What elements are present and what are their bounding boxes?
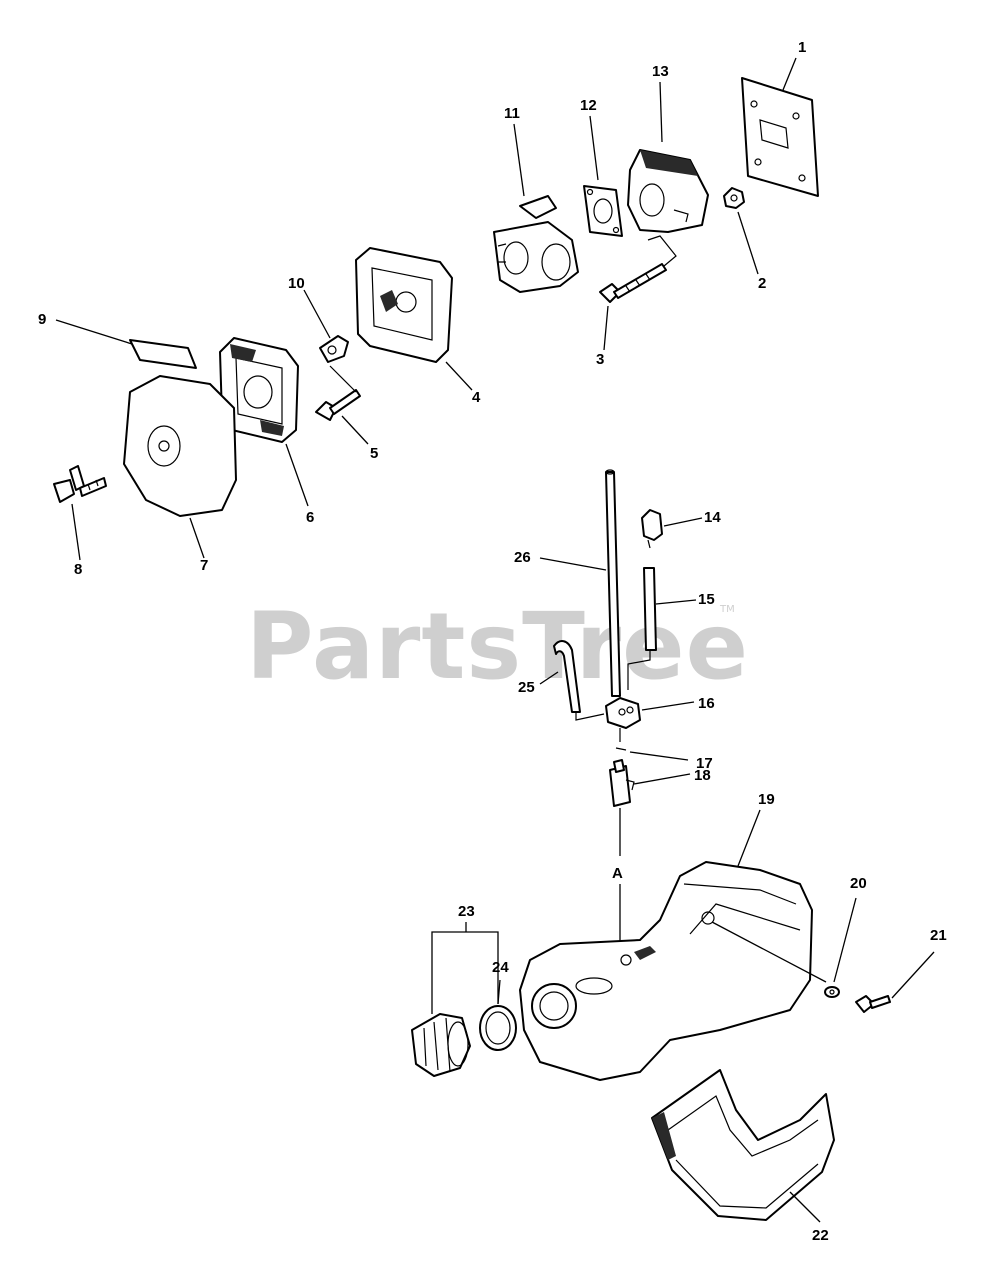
part-cover-7[interactable] [123, 375, 237, 517]
watermark-text: PartsTree [246, 593, 749, 700]
part-fuelline-15[interactable] [627, 567, 657, 690]
callout-4[interactable]: 4 [472, 389, 481, 406]
callout-22[interactable]: 22 [812, 1227, 829, 1244]
leader-24-tail [497, 979, 501, 1005]
leader-21 [891, 951, 935, 999]
part-screw-3[interactable] [599, 235, 677, 303]
callout-7[interactable]: 7 [200, 557, 208, 574]
leader-20 [833, 897, 857, 983]
leader-16 [641, 701, 695, 711]
callout-9[interactable]: 9 [38, 311, 46, 328]
callout-19[interactable]: 19 [758, 791, 775, 808]
leader-2 [737, 211, 759, 275]
callout-24[interactable]: 24 [492, 959, 509, 976]
callout-14[interactable]: 14 [704, 509, 721, 526]
part-frame-22[interactable] [651, 1069, 835, 1221]
part-fuelfilter-18[interactable] [609, 759, 635, 807]
callout-26[interactable]: 26 [514, 549, 531, 566]
part-fuelline-25[interactable] [553, 640, 605, 721]
part-filter-6[interactable] [219, 337, 299, 443]
callout-8[interactable]: 8 [74, 561, 82, 578]
bracket-23 [431, 931, 499, 946]
part-bolt-5[interactable] [315, 365, 361, 421]
part-washer-20[interactable] [824, 986, 840, 998]
part-cap-14[interactable] [641, 509, 663, 549]
flow-marker-a: A [612, 865, 623, 882]
callout-21[interactable]: 21 [930, 927, 947, 944]
part-label-9[interactable] [129, 339, 197, 369]
leader-4 [445, 361, 473, 391]
leader-11 [513, 123, 525, 197]
leader-1 [782, 57, 797, 91]
leader-26 [539, 557, 607, 571]
part-fuelcap-23[interactable] [411, 1013, 471, 1077]
part-grommet-16[interactable] [605, 697, 641, 729]
callout-16[interactable]: 16 [698, 695, 715, 712]
part-fuelline-26[interactable] [605, 469, 621, 697]
leader-18 [633, 773, 691, 785]
callout-15[interactable]: 15 [698, 591, 715, 608]
leader-7 [189, 517, 205, 559]
part-aircleaner-base-4[interactable] [355, 247, 453, 363]
leader-19 [737, 809, 761, 867]
callout-3[interactable]: 3 [596, 351, 604, 368]
leader-15 [655, 599, 697, 605]
callout-23[interactable]: 23 [458, 903, 475, 920]
part-insulator-13[interactable] [627, 149, 709, 233]
part-fueltank-19[interactable] [519, 861, 813, 1081]
callout-2[interactable]: 2 [758, 275, 766, 292]
leader-3 [603, 305, 609, 351]
callout-25[interactable]: 25 [518, 679, 535, 696]
leader-8 [71, 503, 81, 561]
leader-17 [629, 751, 689, 761]
part-wingscrew-8[interactable] [53, 465, 107, 503]
part-carburetor-11[interactable] [493, 195, 579, 293]
leader-6 [285, 443, 309, 507]
leader-22 [789, 1191, 821, 1223]
callout-1[interactable]: 1 [798, 39, 806, 56]
part-clip-17[interactable] [615, 728, 627, 751]
callout-6[interactable]: 6 [306, 509, 314, 526]
leader-25 [539, 671, 559, 685]
callout-20[interactable]: 20 [850, 875, 867, 892]
leader-14 [663, 517, 703, 527]
part-screw-21[interactable] [855, 995, 891, 1013]
part-gasket-12[interactable] [583, 185, 623, 237]
callout-17[interactable]: 17 [696, 755, 713, 772]
watermark-trademark: TM [719, 604, 735, 615]
leader-5 [341, 415, 369, 445]
callout-11[interactable]: 11 [504, 105, 520, 122]
part-gasket-1[interactable] [741, 77, 819, 197]
callout-10[interactable]: 10 [288, 275, 305, 292]
leader-19-axis [711, 921, 827, 983]
part-nut-2[interactable] [723, 187, 745, 209]
callout-13[interactable]: 13 [652, 63, 669, 80]
callout-12[interactable]: 12 [580, 97, 597, 114]
leader-12 [589, 115, 599, 181]
part-gasket-24[interactable] [479, 1005, 517, 1051]
leader-10 [303, 289, 331, 339]
callout-5[interactable]: 5 [370, 445, 378, 462]
leader-13 [659, 81, 663, 143]
leader-9 [55, 319, 133, 345]
callout-18[interactable]: 18 [694, 767, 711, 784]
part-clip-10[interactable] [319, 335, 349, 363]
